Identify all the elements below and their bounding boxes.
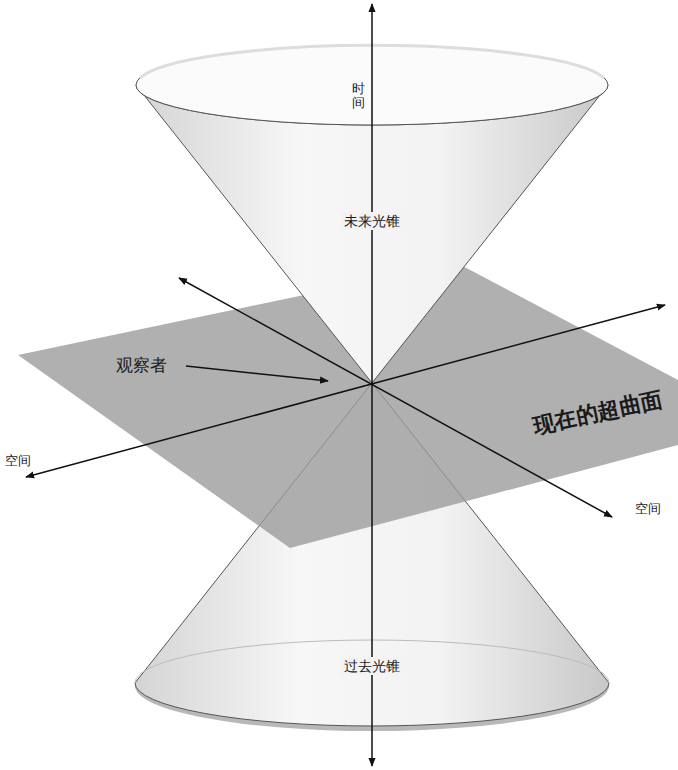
axis-label: 时间 xyxy=(352,82,365,111)
axis-label: 空间 xyxy=(5,453,31,469)
region-label: 未来光锥 xyxy=(341,212,403,231)
space-axis xyxy=(179,278,612,517)
space-axis xyxy=(26,305,665,477)
time-axis-down xyxy=(371,383,373,766)
observer-leader xyxy=(186,366,328,381)
axis-label: 空间 xyxy=(635,501,661,517)
region-label: 过去光锥 xyxy=(341,657,403,676)
observer-label: 观察者 xyxy=(116,355,167,375)
time-axis-up xyxy=(371,4,373,383)
